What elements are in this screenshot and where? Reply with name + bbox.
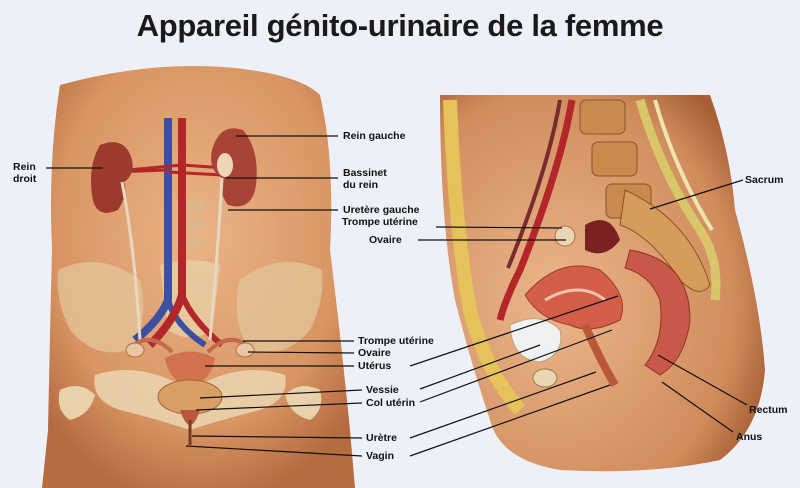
label-side-ovaire: Ovaire [369,234,402,246]
label-bassinet: Bassinet du rein [343,167,387,191]
label-vessie: Vessie [366,384,399,396]
label-rein-droit: Rein droit [13,161,36,185]
label-uretere-gauche: Uretère gauche [343,204,419,216]
label-side-trompe: Trompe utérine [342,216,437,228]
label-uterus: Utérus [358,360,391,372]
label-anus: Anus [736,431,762,443]
label-trompe-uterine: Trompe utérine [358,335,434,347]
label-col-uterin: Col utérin [366,397,415,409]
label-rectum: Rectum [749,404,788,416]
front-view-body [42,66,355,488]
label-uretre: Urètre [366,432,397,444]
label-vagin: Vagin [366,450,394,462]
label-rein-gauche: Rein gauche [343,130,405,142]
label-ovaire: Ovaire [358,347,391,359]
side-view-body [440,95,765,471]
label-sacrum: Sacrum [745,174,784,186]
